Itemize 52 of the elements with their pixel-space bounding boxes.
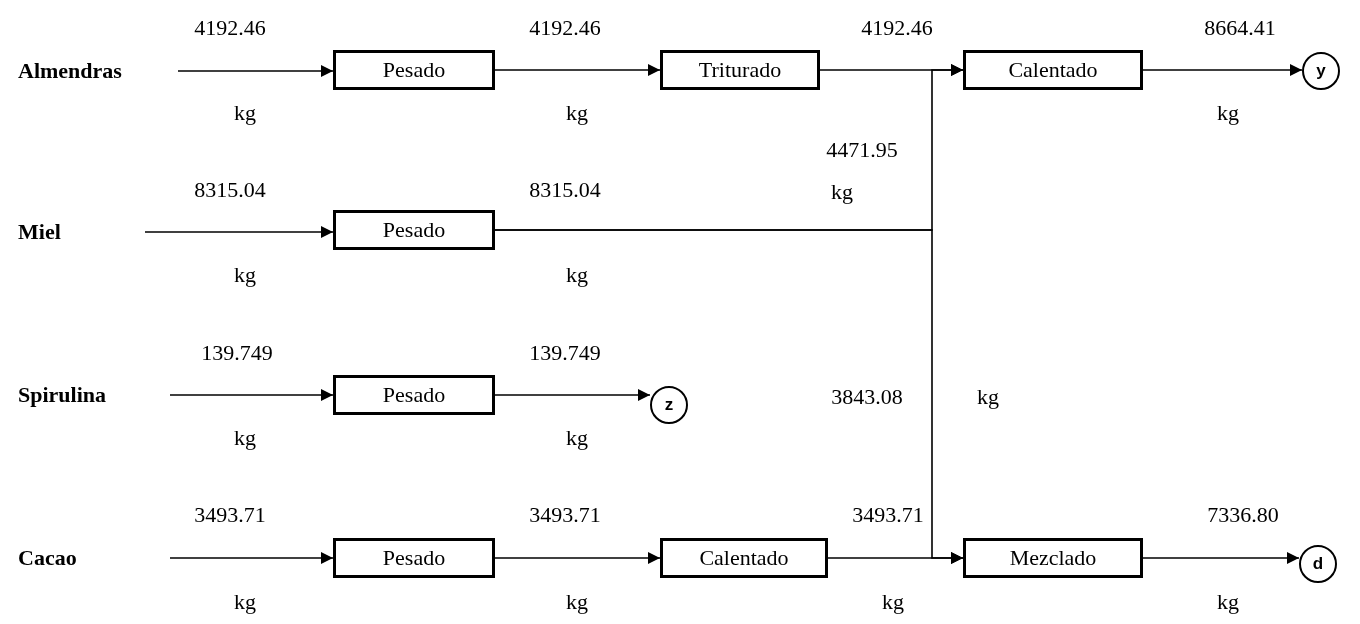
flow-arrow — [494, 64, 661, 76]
flow-quantity: kg — [234, 589, 256, 615]
flow-quantity: 8315.04 — [529, 177, 601, 203]
process-box: Pesado — [333, 538, 495, 578]
flow-quantity: kg — [831, 179, 853, 205]
flow-quantity: 3493.71 — [194, 502, 266, 528]
flow-quantity: 4192.46 — [194, 15, 266, 41]
process-box: Pesado — [333, 50, 495, 90]
connector-circle: z — [650, 386, 688, 424]
process-box: Calentado — [660, 538, 828, 578]
connector-circle: d — [1299, 545, 1337, 583]
input-label: Cacao — [18, 539, 170, 577]
flow-quantity: 4471.95 — [826, 137, 898, 163]
process-box: Pesado — [333, 375, 495, 415]
process-box: Calentado — [963, 50, 1143, 90]
flow-quantity: 8664.41 — [1204, 15, 1276, 41]
flow-arrow — [144, 226, 334, 238]
flow-quantity: 4192.46 — [861, 15, 933, 41]
flow-arrow — [827, 552, 964, 564]
flow-quantity: 3493.71 — [529, 502, 601, 528]
input-label: Spirulina — [18, 376, 170, 414]
flow-quantity: 8315.04 — [194, 177, 266, 203]
flow-arrow — [169, 389, 334, 401]
process-box: Mezclado — [963, 538, 1143, 578]
flow-quantity: kg — [566, 425, 588, 451]
flow-quantity: 7336.80 — [1207, 502, 1279, 528]
flow-arrow — [494, 389, 651, 401]
input-label: Almendras — [18, 52, 178, 90]
flow-quantity: 139.749 — [529, 340, 601, 366]
flow-quantity: kg — [234, 425, 256, 451]
flow-quantity: kg — [234, 262, 256, 288]
flow-quantity: 3493.71 — [852, 502, 924, 528]
input-label: Miel — [18, 213, 145, 251]
flow-arrow — [1142, 552, 1300, 564]
flow-quantity: kg — [1217, 100, 1239, 126]
flow-arrow — [494, 552, 661, 564]
flow-quantity: kg — [977, 384, 999, 410]
flow-quantity: 139.749 — [201, 340, 273, 366]
flow-quantity: kg — [566, 100, 588, 126]
flow-quantity: 4192.46 — [529, 15, 601, 41]
process-box: Pesado — [333, 210, 495, 250]
connector-circle: y — [1302, 52, 1340, 90]
flow-quantity: kg — [234, 100, 256, 126]
flow-quantity: kg — [882, 589, 904, 615]
flow-arrow — [169, 552, 334, 564]
flow-quantity: kg — [1217, 589, 1239, 615]
process-box: Triturado — [660, 50, 820, 90]
flow-quantity: kg — [566, 589, 588, 615]
flow-quantity: 3843.08 — [831, 384, 903, 410]
flow-quantity: kg — [566, 262, 588, 288]
flow-arrow — [1142, 64, 1303, 76]
flow-arrow — [177, 65, 334, 77]
